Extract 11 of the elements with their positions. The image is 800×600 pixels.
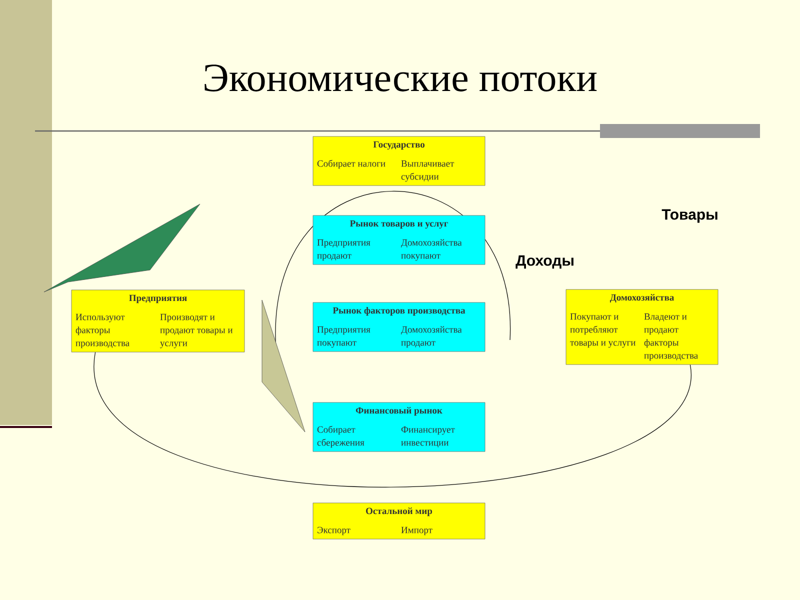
info-box: Финансовый рынок Собирает сбережения Финансирует инвестиции [312,402,486,452]
info-box: Государство Собирает налоги Выплачивает субсидии [312,136,486,186]
info-box: Рынок факторов производства Предприятия покупают Домохозяйства продают [312,302,486,352]
flow-label: Доходы [516,255,574,269]
flow-curve [95,352,690,488]
info-box: Остальной мир Экспорт Импорт [312,502,486,540]
info-box: Предприятия Используют факторы производства Производят и продают товары и услуги [71,290,245,352]
title: Экономические потоки [204,64,597,92]
info-box: Рынок товаров и услуг Предприятия продают Домохозяйства покупают [312,215,486,265]
flow-label: Товары [662,209,718,223]
info-box: Домохозяйства Покупают и потребляют товары и услуги Владеют и продают факторы производства [566,289,718,365]
